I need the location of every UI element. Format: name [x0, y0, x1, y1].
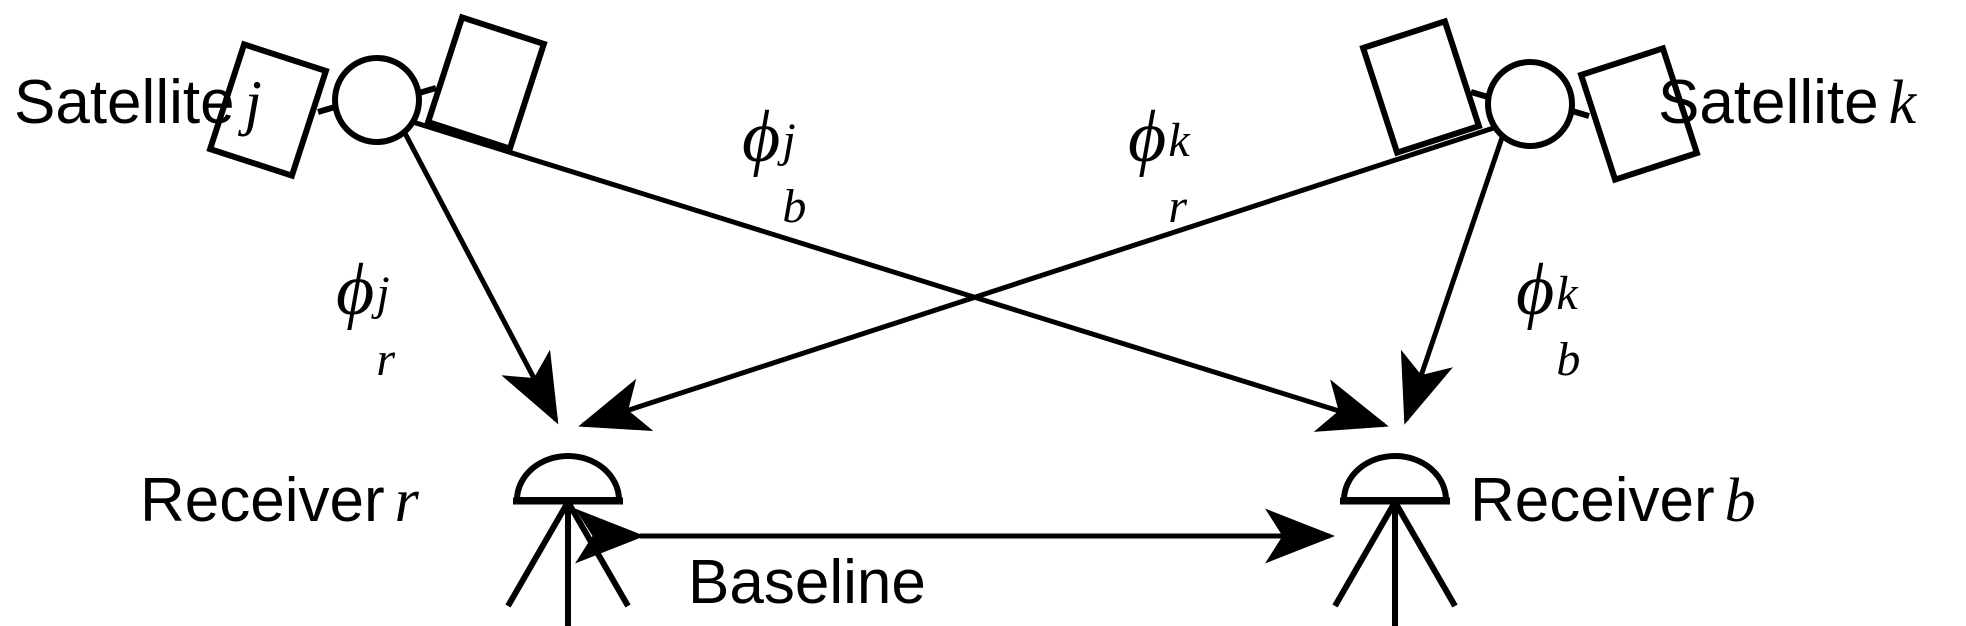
phi-subscript: r: [1168, 180, 1187, 233]
baseline-label: Baseline: [688, 548, 926, 617]
signal-path-satellite-j-to-receiver-r: [395, 118, 559, 425]
receiver-b-label-text: Receiver: [1470, 466, 1715, 535]
phi-symbol: ϕ: [336, 249, 375, 331]
observation-label-phi-j-b: ϕ j b: [742, 100, 819, 231]
phi-symbol: ϕ: [1128, 96, 1167, 178]
observation-label-phi-j-r: ϕ j r: [336, 253, 413, 384]
phi-subscript: r: [376, 333, 395, 386]
phi-superscript: k: [1168, 114, 1190, 167]
phi-symbol: ϕ: [742, 96, 781, 178]
receiver-b-label-symbol: b: [1724, 467, 1756, 535]
satellite-k-label-text: Satellite: [1658, 68, 1879, 137]
phi-subscript: b: [782, 180, 807, 233]
signal-path-satellite-k-to-receiver-r: [578, 119, 1513, 431]
satellite-k-label-symbol: k: [1888, 69, 1917, 137]
phi-superscript: k: [1556, 267, 1578, 320]
observation-label-phi-k-r: ϕ k r: [1128, 100, 1205, 231]
gnss-antenna-tripod-icon-left: [505, 453, 631, 626]
signal-path-satellite-k-to-receiver-b: [1400, 119, 1511, 425]
receiver-r-label-text: Receiver: [140, 466, 385, 535]
satellite-j-label-symbol: j: [244, 69, 262, 137]
phi-superscript: j: [782, 114, 796, 167]
phi-symbol: ϕ: [1516, 249, 1555, 331]
satellite-icon-right: [1359, 17, 1701, 184]
signal-path-satellite-j-to-receiver-b: [399, 115, 1389, 432]
satellite-icon-left: [206, 13, 548, 180]
gnss-antenna-tripod-icon-right: [1332, 453, 1458, 626]
phi-subscript: b: [1556, 333, 1581, 386]
observation-label-phi-k-b: ϕ k b: [1516, 253, 1593, 384]
satellite-j-label-text: Satellite: [14, 68, 235, 137]
phi-superscript: j: [376, 267, 390, 320]
receiver-r-label-symbol: r: [394, 467, 419, 535]
